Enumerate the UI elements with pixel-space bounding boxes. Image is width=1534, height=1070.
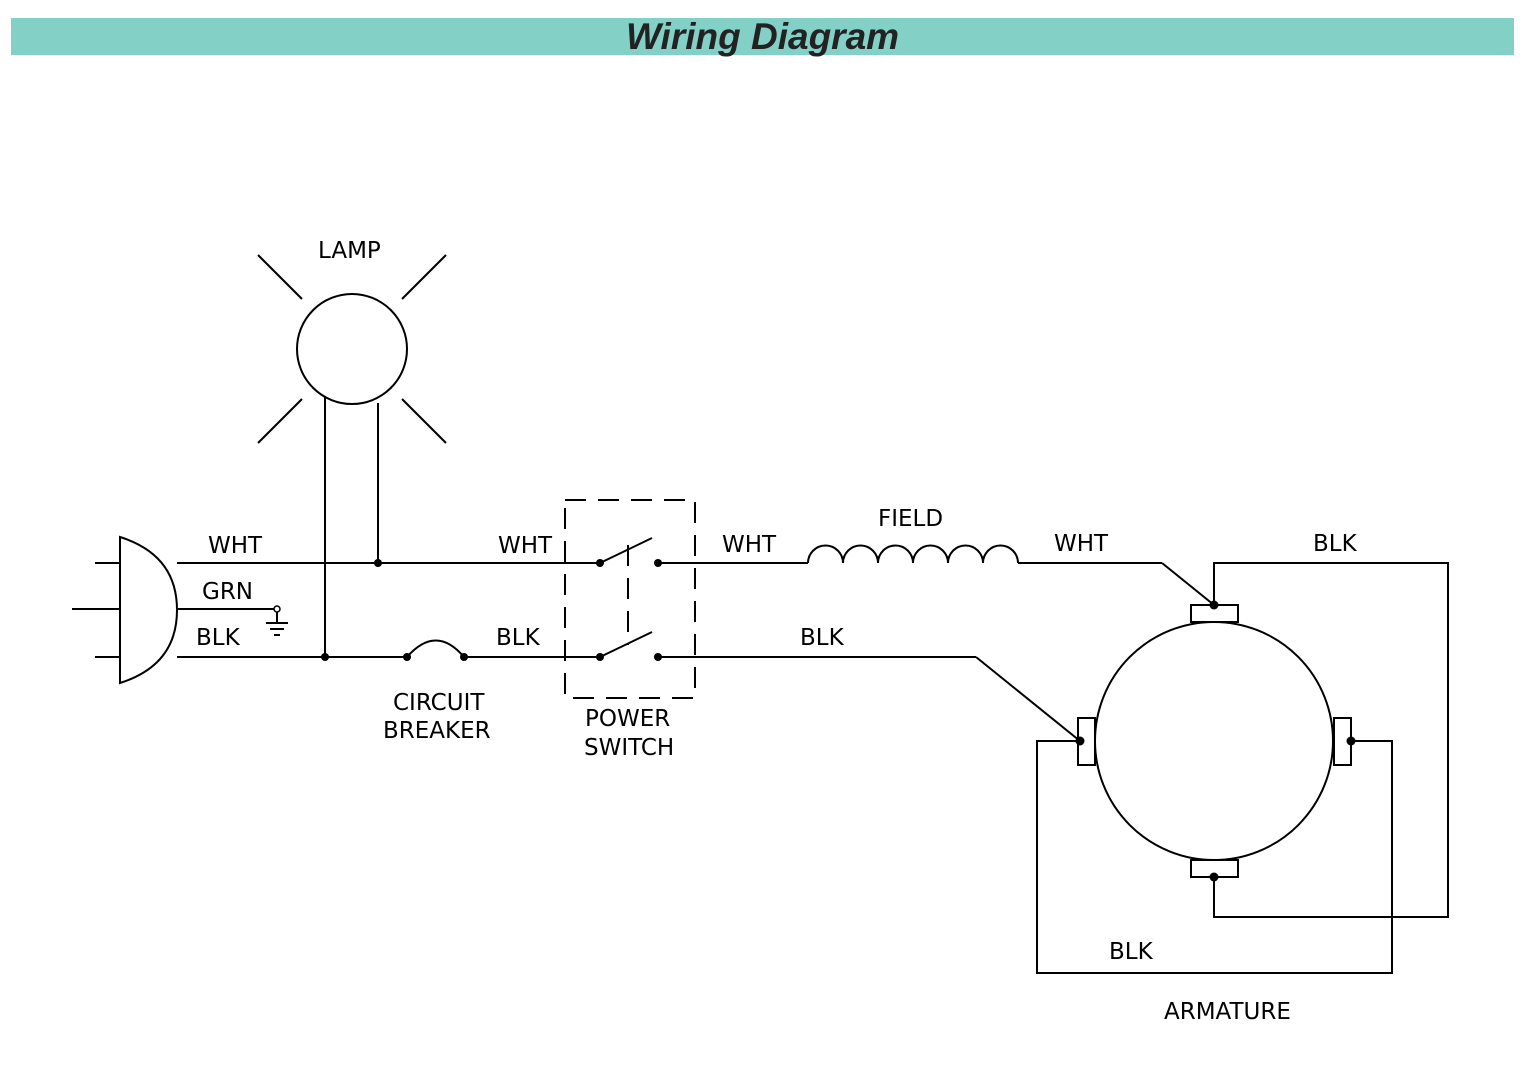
plug-body (119, 535, 179, 685)
label-blk-switch-out: BLK (800, 625, 845, 651)
label-field: FIELD (878, 506, 943, 532)
circuit-breaker-symbol (406, 639, 465, 658)
label-circuit-breaker-1: CIRCUIT (393, 690, 485, 716)
label-circuit-breaker-2: BREAKER (383, 718, 491, 744)
ground-icon (266, 612, 288, 636)
label-blk-top-right: BLK (1313, 531, 1358, 557)
label-blk-bottom: BLK (1109, 939, 1154, 965)
lamp-rays (257, 254, 447, 444)
label-power-switch-1: POWER (585, 706, 670, 732)
label-wht-cord: WHT (208, 533, 263, 559)
title-bar: Wiring Diagram (11, 18, 1514, 55)
lamp-bulb (296, 293, 408, 405)
wire-blk-loop-bottom (1036, 740, 1393, 974)
label-wht-switch-out: WHT (722, 532, 777, 558)
wire-blk-loop-right (1213, 562, 1449, 918)
junction-dots (321, 559, 1356, 882)
diagram-title: Wiring Diagram (625, 16, 900, 57)
armature-circle (1094, 621, 1334, 861)
label-blk-cord: BLK (196, 625, 241, 651)
label-power-switch-2: SWITCH (584, 735, 674, 761)
wire-wht-to-brush (1161, 562, 1215, 606)
field-coil (807, 544, 1019, 564)
label-lamp: LAMP (318, 238, 381, 264)
label-wht-field-out: WHT (1054, 531, 1109, 557)
label-armature: ARMATURE (1164, 999, 1291, 1025)
label-wht-switch-in: WHT (498, 533, 553, 559)
label-grn-cord: GRN (202, 579, 253, 605)
power-switch-box (564, 499, 696, 699)
ground-terminal (273, 605, 281, 613)
wire-blk-to-brush (975, 656, 1081, 742)
switch-blade-top (599, 537, 653, 564)
switch-blade-bottom (599, 631, 653, 658)
label-blk-switch-in: BLK (496, 625, 541, 651)
